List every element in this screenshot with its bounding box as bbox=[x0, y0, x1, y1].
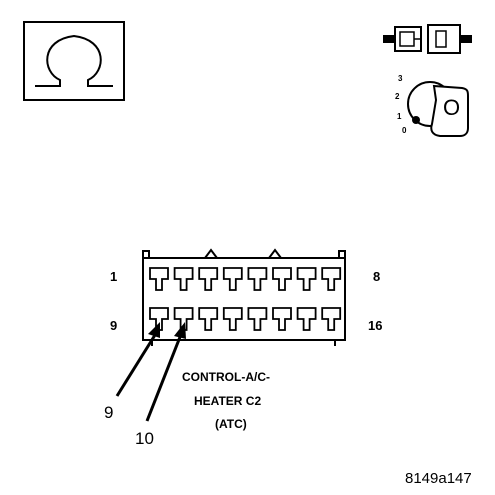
pin-cavity-9 bbox=[149, 307, 169, 331]
ohm-symbol-icon bbox=[35, 34, 113, 87]
pin-cavity-12 bbox=[222, 307, 243, 331]
pin-cavity-8 bbox=[321, 267, 342, 291]
pin-cavity-14 bbox=[272, 307, 292, 331]
connector-name-line-2: HEATER C2 bbox=[194, 394, 261, 408]
figure-id: 8149a147 bbox=[405, 470, 472, 487]
disconnected-connector-icon bbox=[383, 24, 472, 54]
connector-name-line-3: (ATC) bbox=[215, 417, 247, 431]
pin-cavity-11 bbox=[198, 307, 219, 331]
ignition-key-off-icon: 3 2 1 0 O bbox=[395, 74, 469, 137]
pin-cavity-5 bbox=[247, 267, 268, 291]
pin-cavity-6 bbox=[272, 267, 292, 291]
probe-arrow-pin-9 bbox=[115, 322, 160, 397]
ohmmeter-symbol-box bbox=[23, 21, 125, 101]
callout-10: 10 bbox=[135, 429, 154, 448]
key-position-2: 2 bbox=[395, 92, 400, 101]
pin-cavity-16 bbox=[321, 307, 342, 331]
pin-cavities bbox=[149, 267, 342, 331]
pin-cavity-1 bbox=[149, 267, 169, 291]
pin-cavity-10 bbox=[173, 307, 194, 331]
pin-label-8: 8 bbox=[373, 269, 380, 284]
pin-cavity-7 bbox=[296, 267, 317, 291]
pin-label-9: 9 bbox=[110, 318, 117, 333]
key-letter: O bbox=[443, 95, 460, 120]
pin-cavity-13 bbox=[247, 307, 268, 331]
probe-arrow-pin-10 bbox=[145, 322, 186, 422]
pin-label-1: 1 bbox=[110, 269, 117, 284]
pin-cavity-15 bbox=[296, 307, 317, 331]
pin-label-16: 16 bbox=[368, 318, 382, 333]
key-position-0: 0 bbox=[402, 126, 407, 135]
pin-cavity-2 bbox=[173, 267, 194, 291]
key-position-3: 3 bbox=[398, 74, 403, 83]
pin-cavity-4 bbox=[222, 267, 243, 291]
connector-name-line-1: CONTROL-A/C- bbox=[182, 370, 270, 384]
callout-9: 9 bbox=[104, 403, 113, 422]
key-position-1: 1 bbox=[397, 112, 402, 121]
connector-housing bbox=[142, 248, 346, 346]
pin-cavity-3 bbox=[198, 267, 219, 291]
